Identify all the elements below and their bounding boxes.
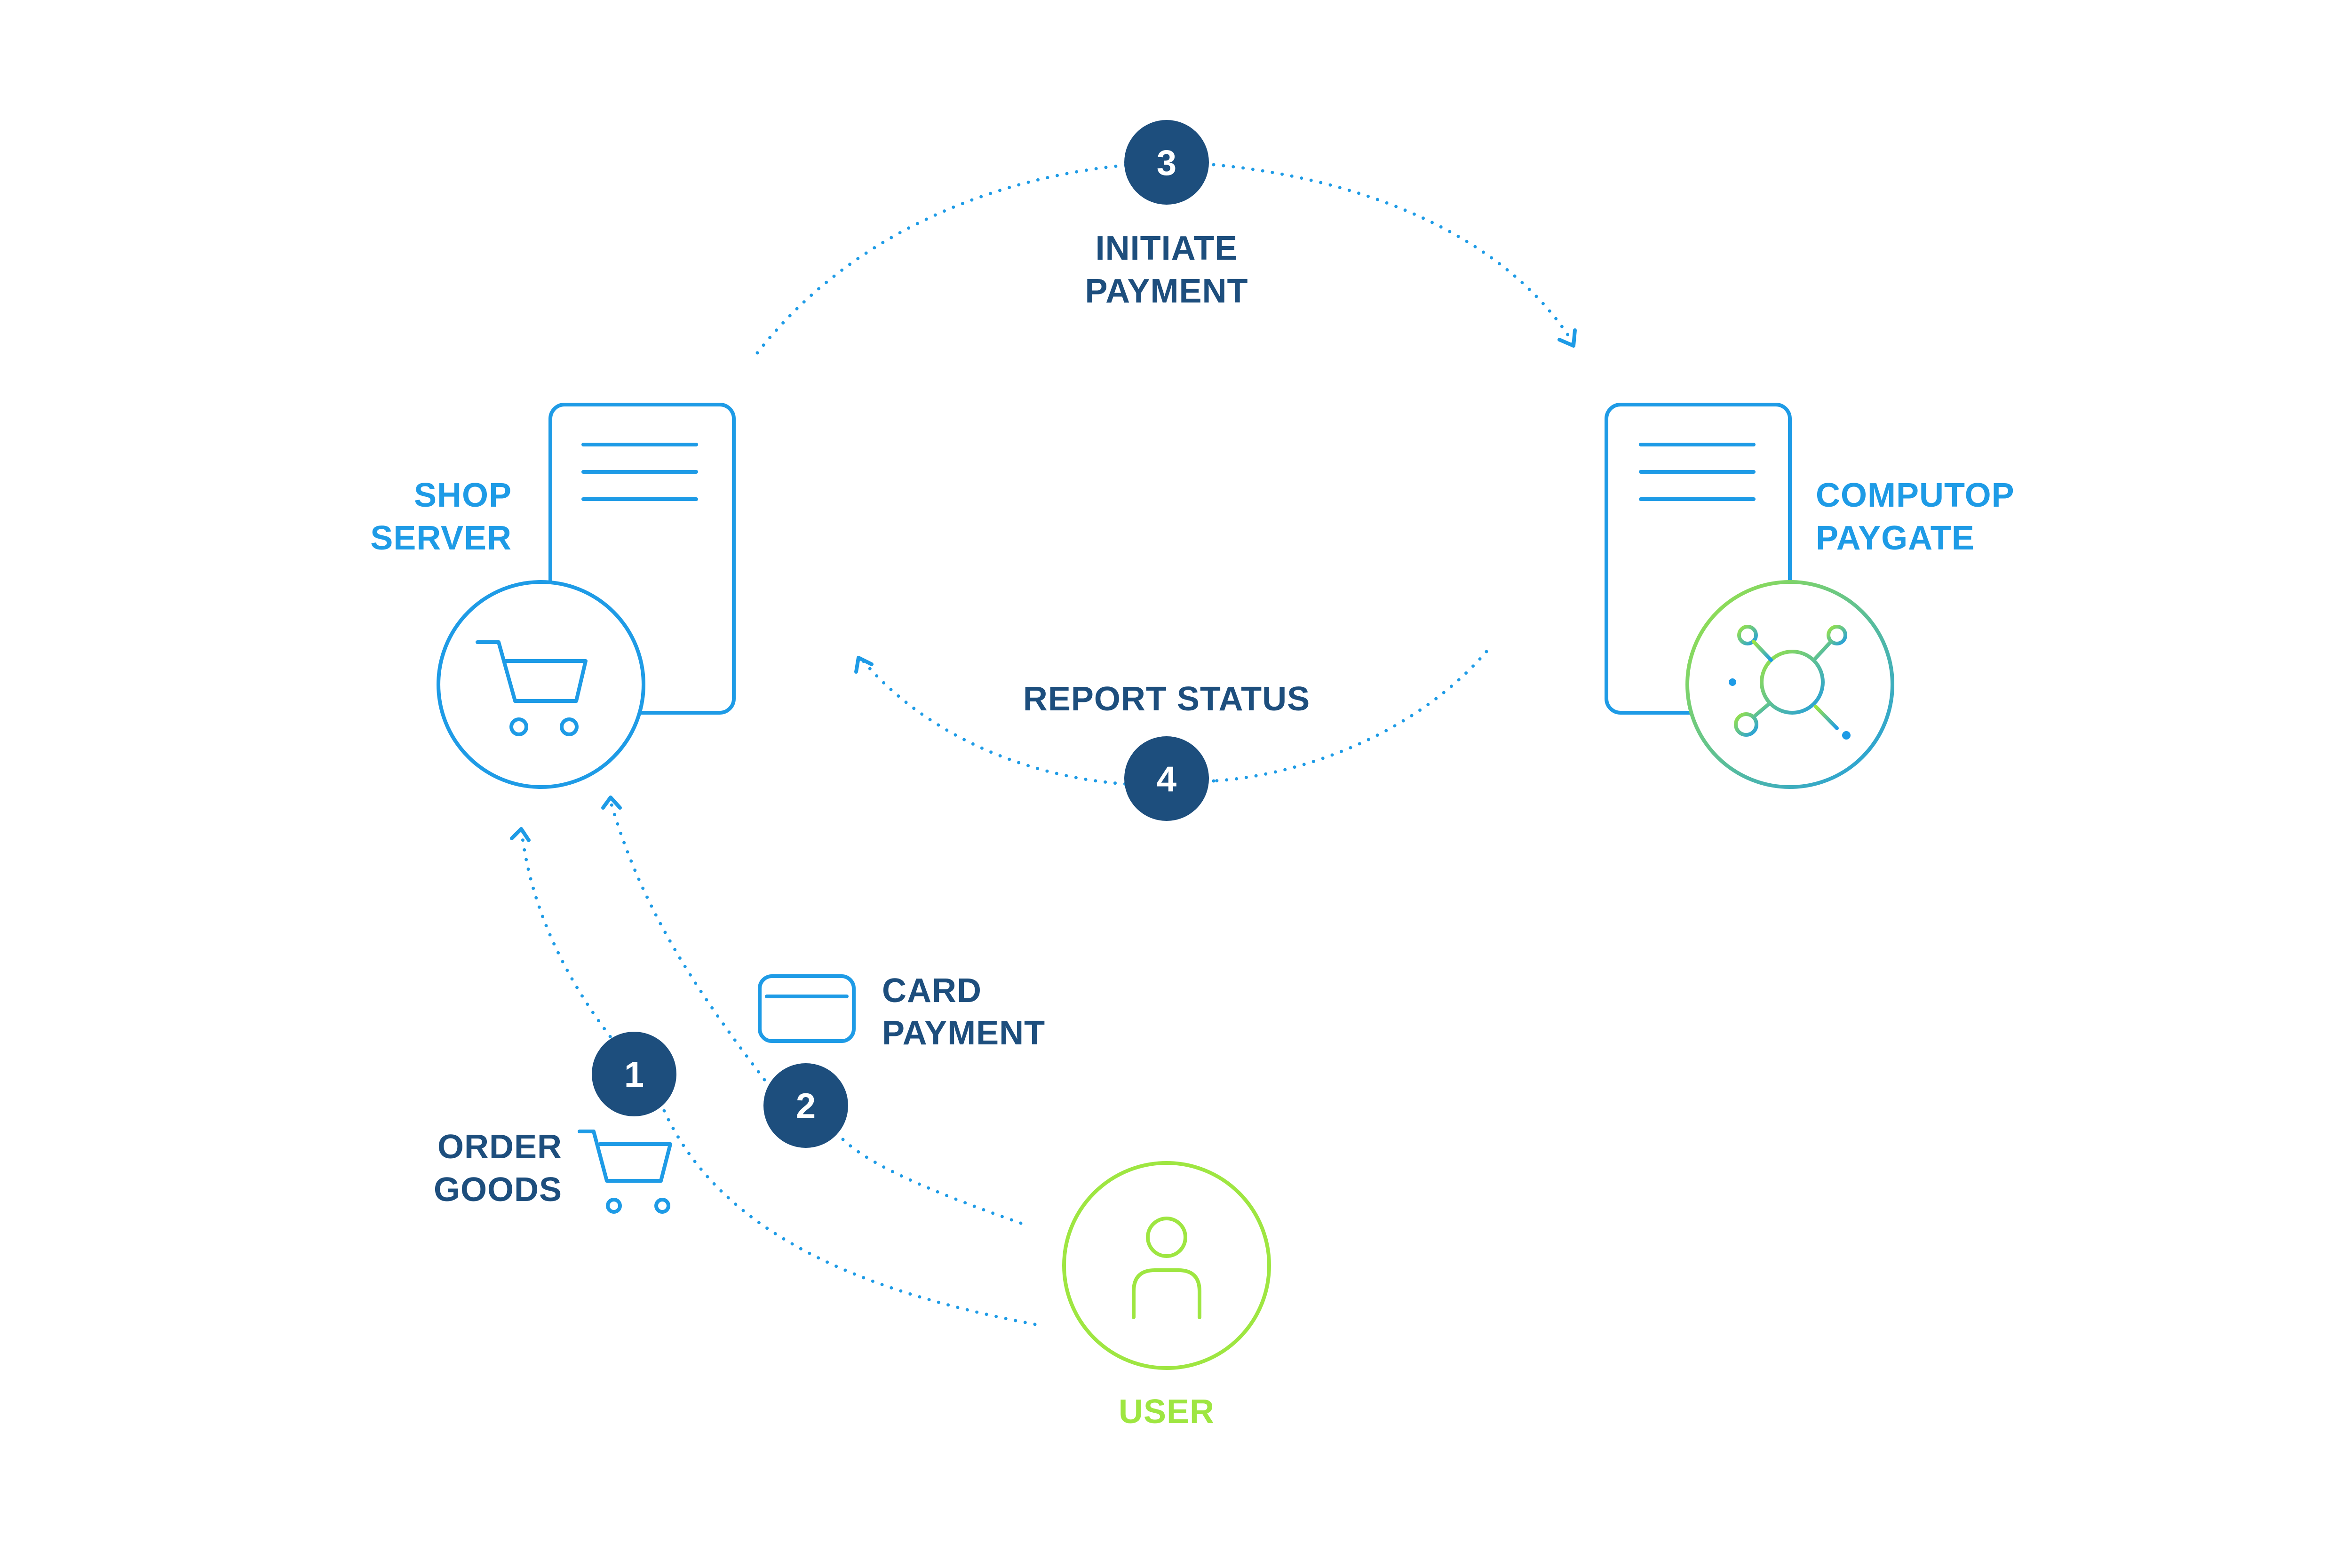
step-3-number: 3: [1157, 143, 1176, 183]
arrowhead-icon: [854, 656, 874, 674]
shop-server-label-line2: SERVER: [370, 519, 512, 557]
step-2-badge: [763, 1063, 848, 1148]
step-3-badge: [1124, 120, 1209, 205]
step-2-number: 2: [796, 1086, 816, 1126]
step-3-initiate-payment: 3 INITIATE PAYMENT: [1085, 120, 1248, 310]
arrow-order-goods: [510, 827, 1037, 1326]
step-3-label-line2: PAYMENT: [1085, 272, 1248, 310]
step-1-label-line1: ORDER: [437, 1128, 562, 1166]
shop-server-node: SHOP SERVER: [370, 403, 736, 789]
user-icon-circle: [1062, 1161, 1271, 1370]
step-1-badge: [592, 1032, 676, 1116]
paygate-icon-circle: [1685, 580, 1894, 789]
shopping-cart-icon: [476, 640, 588, 736]
user-node: USER: [1062, 1161, 1271, 1431]
step-4-report-status: REPORT STATUS 4: [1023, 680, 1310, 821]
shop-server-label-line1: SHOP: [414, 477, 512, 514]
arrowhead-icon: [601, 796, 622, 810]
step-4-label: REPORT STATUS: [1023, 680, 1310, 718]
network-hub-icon: [1734, 625, 1847, 737]
arrowhead-icon: [1557, 328, 1577, 348]
credit-card-icon: [758, 974, 856, 1043]
step-2-card-payment: 2 CARD PAYMENT: [758, 972, 1045, 1148]
user-label: USER: [1119, 1393, 1215, 1431]
paygate-label-line1: COMPUTOP: [1816, 477, 2015, 514]
shop-server-icon-circle: [437, 580, 645, 789]
step-3-label-line1: INITIATE: [1096, 230, 1238, 267]
step-1-label-line2: GOODS: [434, 1171, 562, 1209]
step-2-label-line2: PAYMENT: [882, 1014, 1045, 1052]
step-4-badge: [1124, 736, 1209, 821]
step-1-order-goods: 1 ORDER GOODS: [434, 1032, 676, 1214]
shopping-cart-icon: [578, 1130, 672, 1214]
computop-paygate-node: COMPUTOP PAYGATE: [1605, 403, 2015, 789]
step-2-label-line1: CARD: [882, 972, 982, 1010]
step-4-number: 4: [1157, 759, 1176, 799]
step-1-number: 1: [624, 1055, 644, 1095]
arrowhead-icon: [510, 827, 531, 842]
arrow-card-payment: [601, 796, 1023, 1225]
paygate-label-line2: PAYGATE: [1816, 519, 1975, 557]
person-icon: [1132, 1217, 1201, 1319]
